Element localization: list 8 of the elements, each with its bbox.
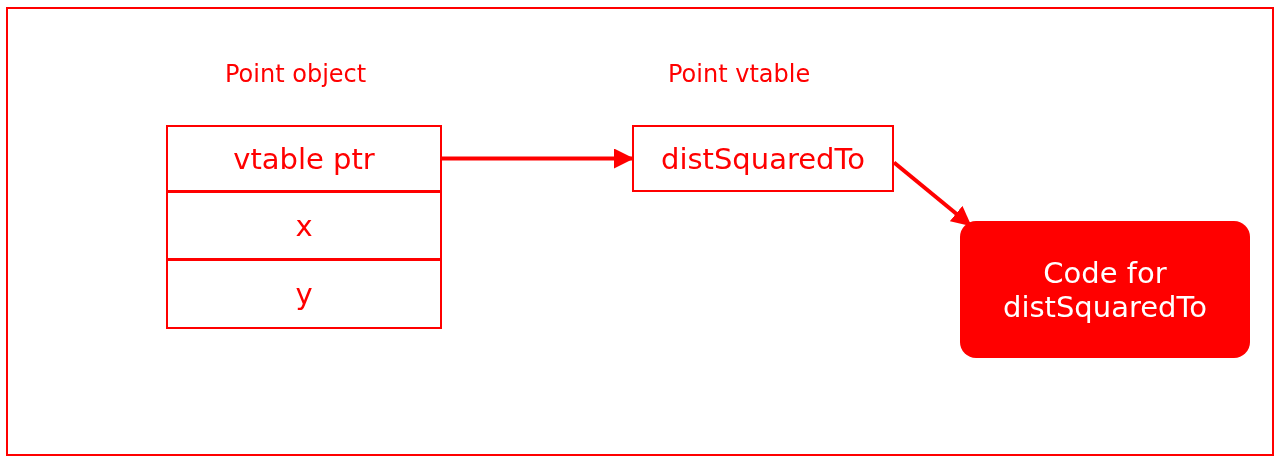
code-block: Code for distSquaredTo [960, 221, 1250, 358]
field-cell: x [166, 191, 442, 260]
heading-label: Point vtable [668, 60, 811, 88]
vtable-entry: distSquaredTo [632, 125, 894, 192]
field-cell: vtable ptr [166, 125, 442, 192]
heading-label: Point object [225, 60, 367, 88]
field-cell: y [166, 259, 442, 329]
arrow [442, 148, 634, 169]
